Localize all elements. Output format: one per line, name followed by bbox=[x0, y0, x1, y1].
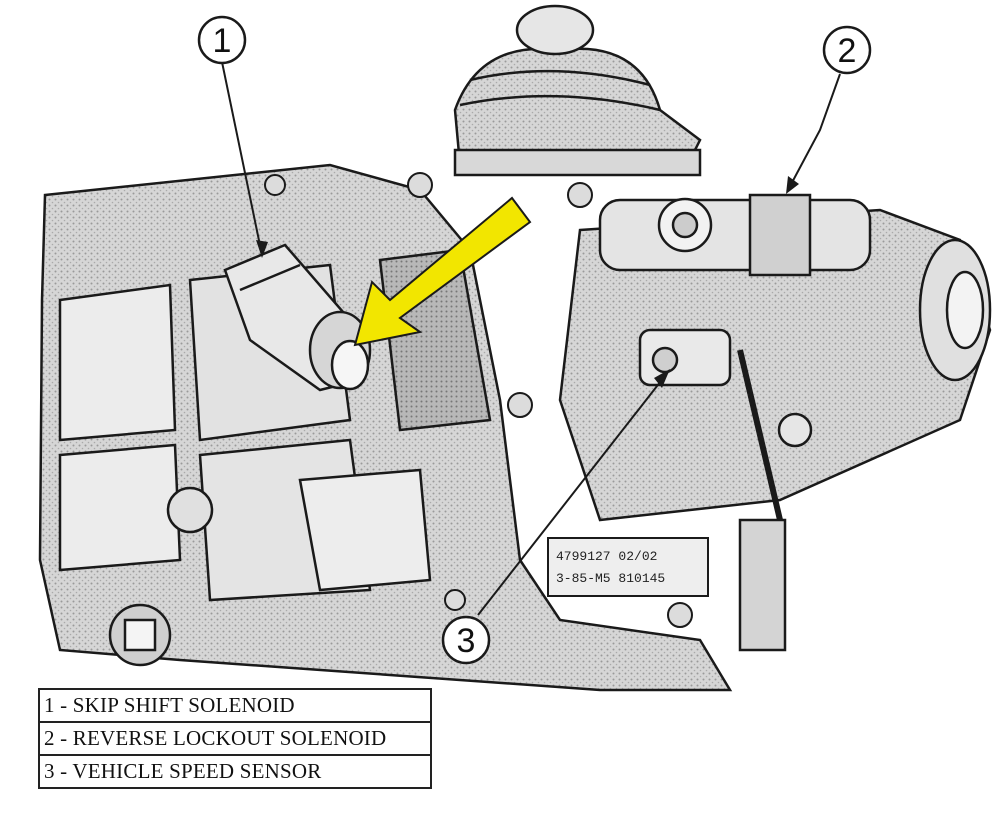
legend-row-2: 2 - REVERSE LOCKOUT SOLENOID bbox=[40, 723, 430, 756]
tailshaft-housing bbox=[558, 193, 992, 652]
leader-arrowhead-3 bbox=[654, 369, 670, 388]
leader-line-1 bbox=[221, 61, 263, 256]
legend-row-3: 3 - VEHICLE SPEED SENSOR bbox=[44, 759, 322, 783]
leader-lines bbox=[221, 61, 841, 616]
shifter-boot bbox=[453, 4, 702, 177]
part-stamp-line2: 3-85-M5 810145 bbox=[556, 571, 665, 586]
leader-arrowhead-1 bbox=[256, 240, 268, 258]
callout-3-number: 3 bbox=[457, 622, 476, 660]
legend-row-1: 1 - SKIP SHIFT SOLENOID bbox=[40, 690, 430, 723]
leader-line-3 bbox=[477, 371, 669, 616]
highlight-arrow bbox=[353, 196, 532, 347]
callout-3: 3 bbox=[441, 615, 491, 665]
legend-table: 1 - SKIP SHIFT SOLENOID 2 - REVERSE LOCK… bbox=[38, 688, 432, 789]
part-stamp-line1: 4799127 02/02 bbox=[556, 549, 657, 564]
leader-arrowhead-2 bbox=[786, 176, 799, 194]
part-number-plate: 4799127 02/02 3-85-M5 810145 bbox=[547, 537, 709, 597]
transmission-case bbox=[38, 163, 733, 692]
callout-1-number: 1 bbox=[213, 22, 232, 60]
callout-2: 2 bbox=[822, 25, 872, 75]
callout-2-number: 2 bbox=[838, 32, 857, 70]
leader-line-2 bbox=[787, 73, 841, 191]
case-bolts bbox=[264, 172, 693, 628]
callout-1: 1 bbox=[197, 15, 247, 65]
skip-shift-solenoid bbox=[223, 243, 372, 392]
